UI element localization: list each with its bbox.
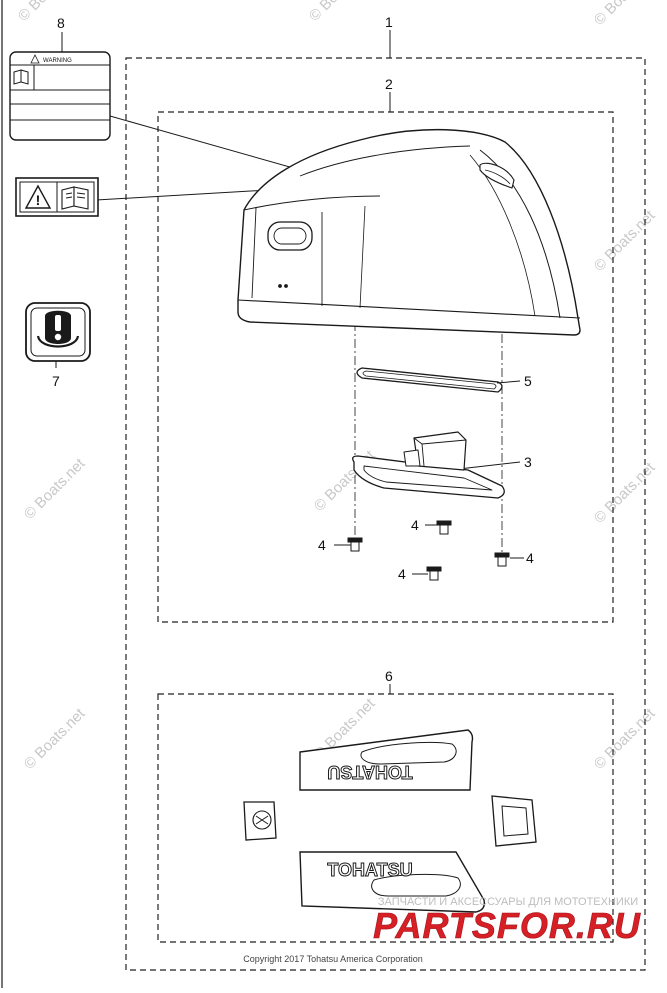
warning-label-part: WARNING	[9, 51, 111, 141]
watermark: © Boats.net	[21, 705, 89, 773]
watermark: © Boats.net	[591, 0, 659, 29]
warning-label-title: WARNING	[43, 58, 72, 64]
screw	[347, 537, 363, 552]
watermark: © Boats.net	[15, 0, 83, 25]
gasket-seal-part	[356, 367, 503, 393]
alignment-lines	[354, 322, 503, 555]
callout-8: 8	[57, 15, 65, 31]
decal-bottom-text: TOHATSU	[327, 860, 412, 880]
callout-1: 1	[385, 14, 393, 30]
watermark: © Boats.net	[591, 459, 659, 527]
exclamation-sticker-part	[25, 302, 91, 362]
watermark: © Boats.net	[591, 207, 659, 275]
callout-7: 7	[52, 373, 60, 389]
warning-label-outline	[9, 51, 111, 141]
cover-top-handle	[479, 162, 515, 189]
decal-kit-frame-6	[157, 693, 614, 943]
warning-triangle-icon	[30, 54, 40, 64]
watermark: © Boats.net	[306, 0, 374, 25]
callout-2: 2	[385, 76, 393, 92]
decal-bottom: TOHATSU	[299, 851, 486, 913]
callouts: 1 2 3 4 4 4 4 5 6 7 8	[52, 14, 534, 684]
decal-top-text: TOHATSU	[327, 762, 412, 782]
exclamation-icon	[36, 310, 80, 348]
watermark: © Boats.net	[21, 455, 89, 523]
callout-3: 3	[524, 454, 532, 470]
callout-6: 6	[385, 668, 393, 684]
copyright-text: Copyright 2017 Tohatsu America Corporati…	[243, 954, 422, 964]
screw	[494, 552, 510, 567]
screw	[426, 566, 442, 581]
svg-text:!: !	[36, 192, 41, 208]
cover-vent-opening	[267, 221, 313, 251]
brand-overlay: ЗАПЧАСТИ И АКСЕССУАРЫ ДЛЯ МОТОТЕХНИКИ PA…	[373, 896, 641, 946]
callout-4: 4	[318, 537, 326, 553]
decal-small-left	[243, 801, 277, 841]
pictogram-label-part: !	[15, 177, 99, 217]
screw-part	[347, 520, 510, 581]
watermark: © Boats.net	[591, 705, 659, 773]
assembly-frame-1	[125, 57, 646, 971]
screw	[436, 520, 452, 535]
decal-small-right	[491, 795, 537, 847]
assembly-frame-2	[157, 111, 614, 623]
callout-5: 5	[524, 373, 532, 389]
manual-book-icon	[61, 186, 89, 210]
manual-book-icon	[13, 69, 29, 85]
callout-4: 4	[398, 566, 406, 582]
decal-top: TOHATSU	[299, 729, 474, 791]
latch-tray-part	[352, 431, 505, 499]
callout-4: 4	[526, 550, 534, 566]
callout-4: 4	[411, 517, 419, 533]
latch-block	[413, 431, 467, 471]
engine-cover-part	[237, 128, 581, 336]
caution-triangle-icon	[24, 184, 52, 209]
brand-tagline: ЗАПЧАСТИ И АКСЕССУАРЫ ДЛЯ МОТОТЕХНИКИ	[378, 896, 638, 908]
brand-logo-text: PARTSFOR.RU	[373, 905, 641, 946]
